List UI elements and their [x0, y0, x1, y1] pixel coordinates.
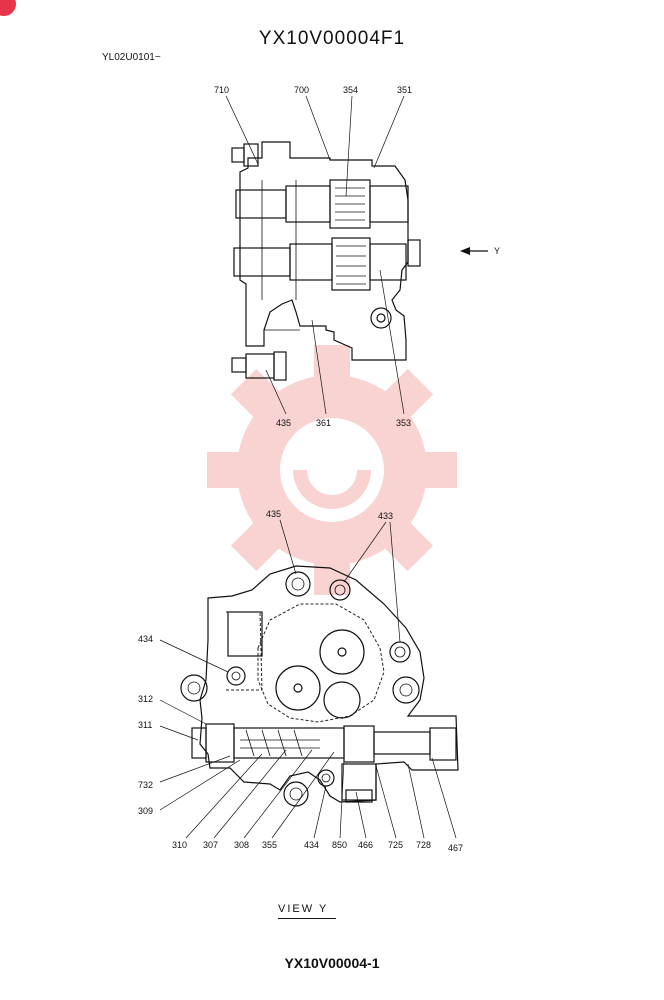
callout-467: 467 — [448, 843, 463, 853]
callout-434-left: 434 — [138, 634, 153, 644]
watermark-gear-tooth — [314, 345, 350, 385]
view-caption-underline — [278, 918, 336, 919]
watermark-gear-tooth — [379, 368, 434, 423]
callout-309: 309 — [138, 806, 153, 816]
callout-732: 732 — [138, 780, 153, 790]
callout-434-bottom: 434 — [304, 840, 319, 850]
watermark-gear-tooth — [230, 368, 285, 423]
callout-728: 728 — [416, 840, 431, 850]
callout-312: 312 — [138, 694, 153, 704]
callout-354: 354 — [343, 85, 358, 95]
callout-351: 351 — [397, 85, 412, 95]
callout-435-bottom: 435 — [266, 509, 281, 519]
drawing-number: YX10V00004-1 — [284, 955, 380, 971]
callout-700: 700 — [294, 85, 309, 95]
serial-range: YL02U0101~ — [102, 52, 161, 63]
callout-710: 710 — [214, 85, 229, 95]
callout-850: 850 — [332, 840, 347, 850]
watermark-gear-tooth — [417, 452, 457, 488]
callout-361: 361 — [316, 418, 331, 428]
callout-355: 355 — [262, 840, 277, 850]
top-view: Y 710 700 354 351 435 361 353 — [214, 85, 500, 428]
callout-308: 308 — [234, 840, 249, 850]
watermark-gear-tooth — [379, 517, 434, 572]
callout-307: 307 — [203, 840, 218, 850]
corner-badge — [0, 0, 16, 16]
callout-435-top: 435 — [276, 418, 291, 428]
callout-433: 433 — [378, 511, 393, 521]
bottom-view: 435 433 434 312 311 732 309 310 307 308 … — [138, 509, 463, 853]
callout-311: 311 — [138, 720, 152, 730]
view-arrow-label: Y — [494, 246, 500, 256]
watermark-gear-icon — [207, 345, 457, 595]
watermark-gear-tooth — [230, 517, 285, 572]
callout-725: 725 — [388, 840, 403, 850]
callout-353: 353 — [396, 418, 411, 428]
watermark-gear-tooth — [207, 452, 247, 488]
page-title: YX10V00004F1 — [258, 28, 406, 49]
callout-466: 466 — [358, 840, 373, 850]
view-caption: VIEW Y — [278, 903, 329, 915]
callout-310: 310 — [172, 840, 187, 850]
